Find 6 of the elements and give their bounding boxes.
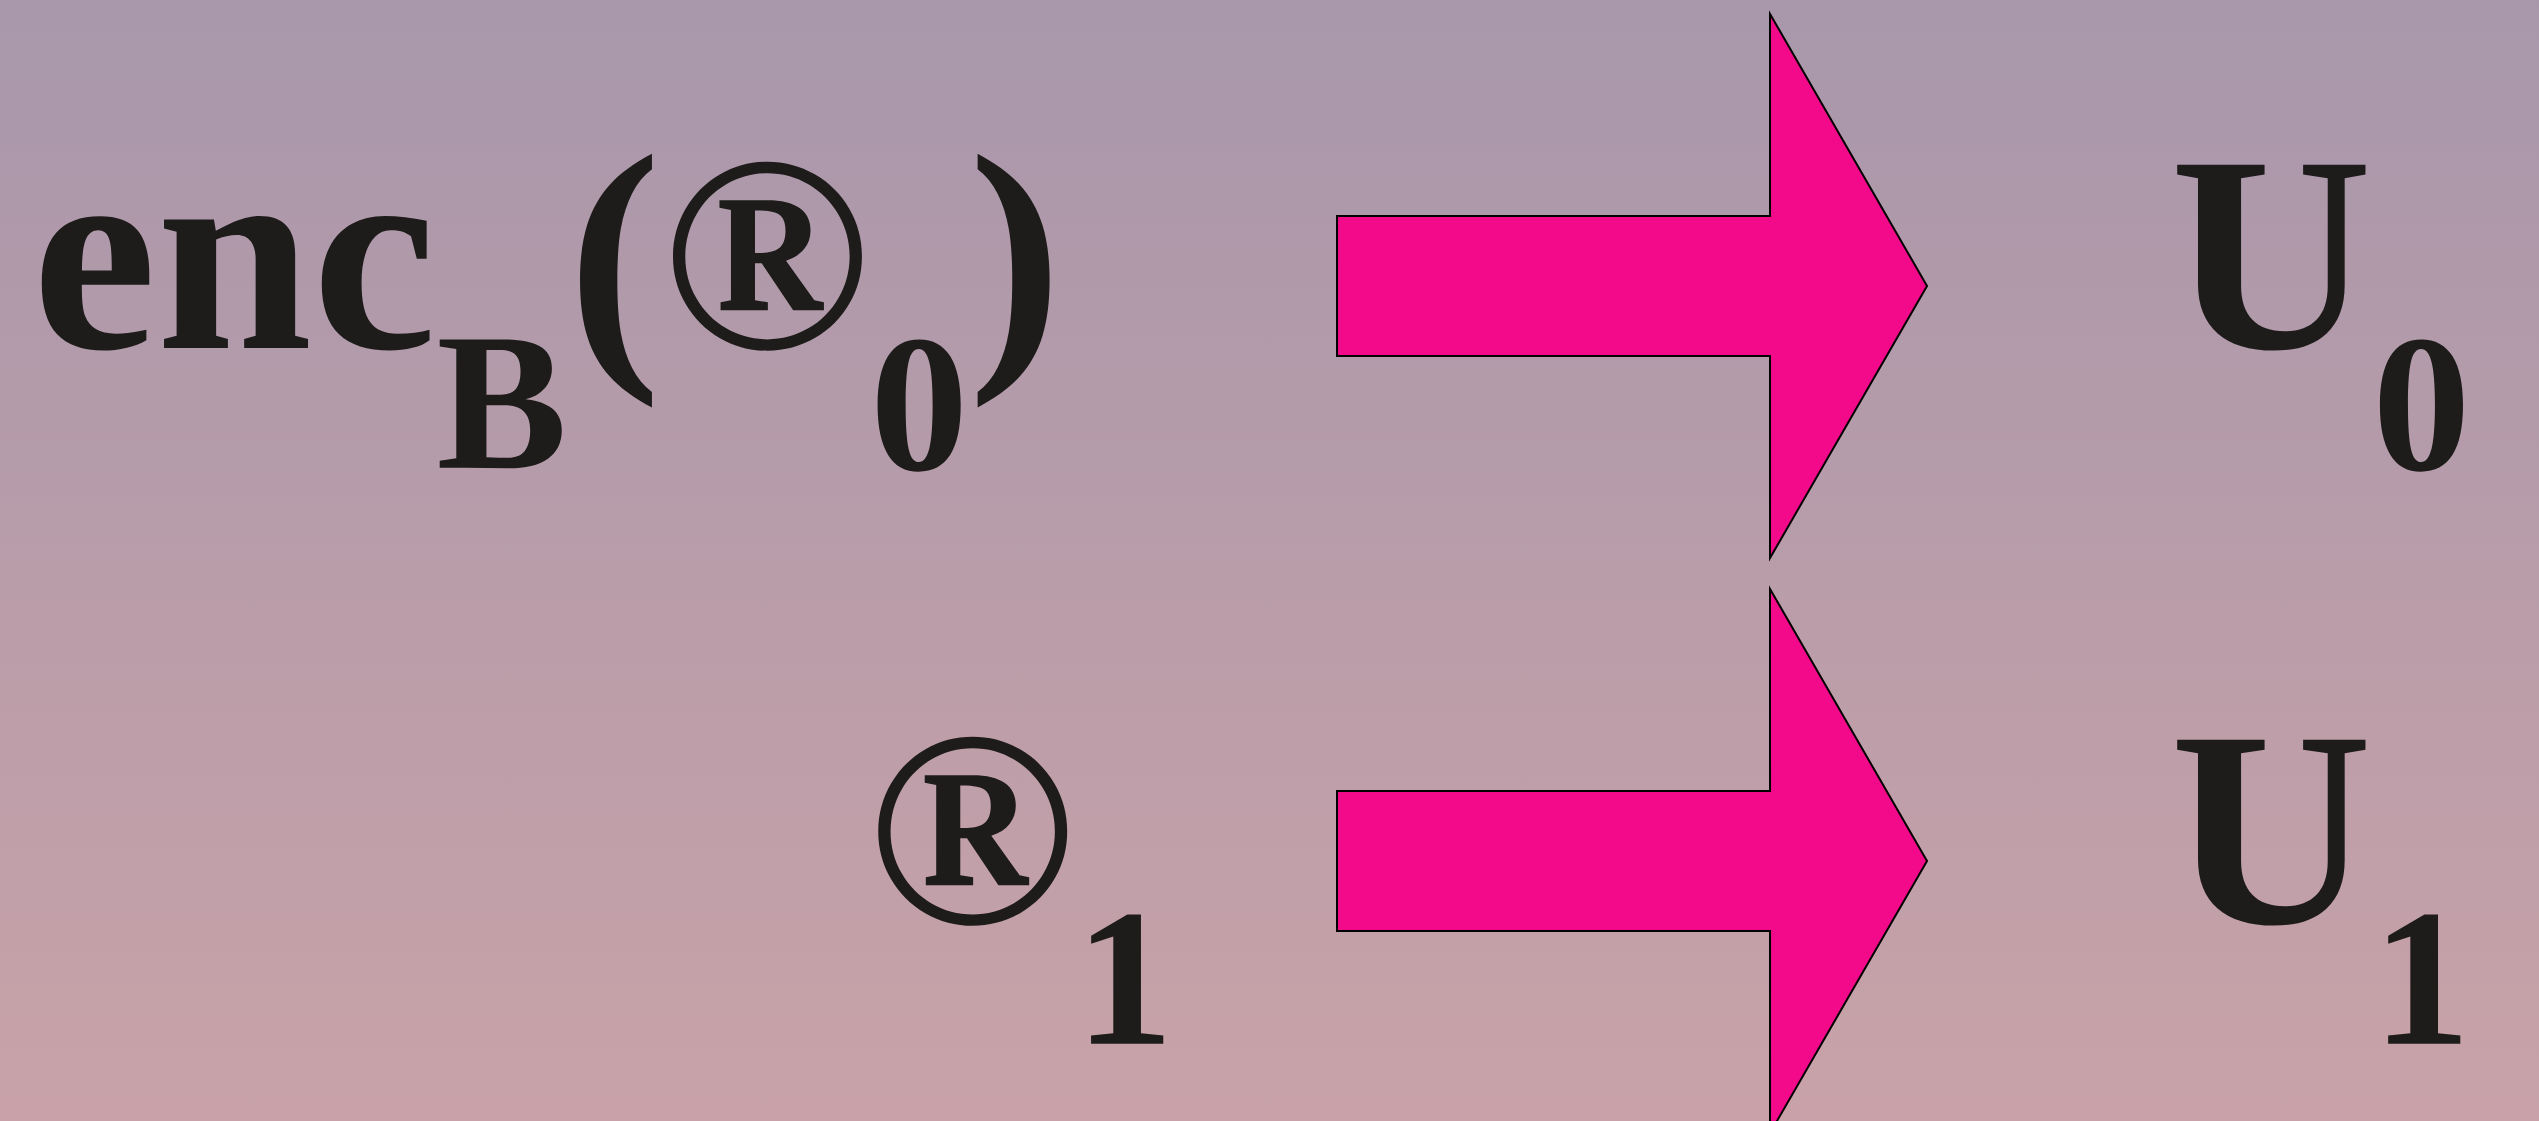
block-arrow xyxy=(1336,10,1929,562)
math-label: enc$_{B}$(®$_{0}$) xyxy=(41,153,1050,472)
math-label: U$_{1}$ xyxy=(2177,739,2461,1044)
math-label: U$_{0}$ xyxy=(2177,164,2463,472)
math-label: ®$_{1}$ xyxy=(878,736,1164,1044)
block-arrow xyxy=(1336,585,1929,1121)
